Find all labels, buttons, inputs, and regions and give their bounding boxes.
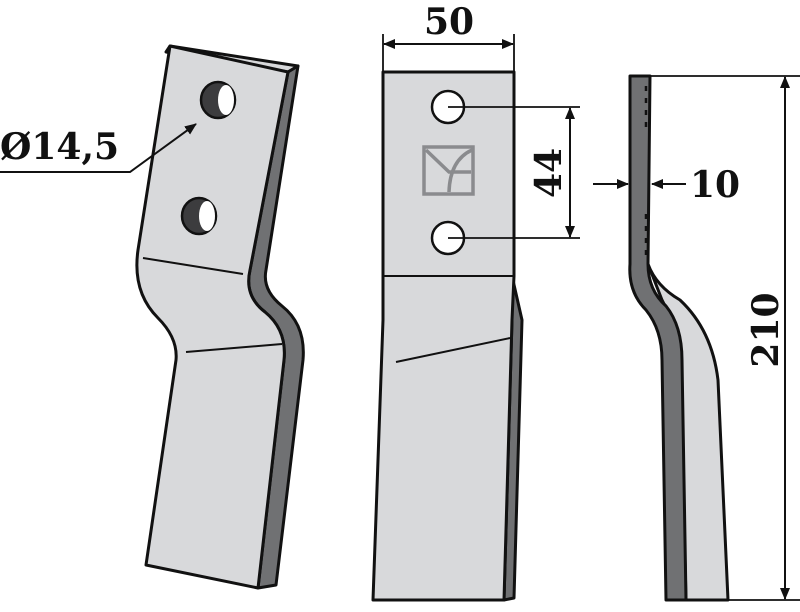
perspective-bend-line-lower bbox=[185, 343, 283, 353]
perspective-bend-line-upper bbox=[142, 257, 244, 275]
thickness-label: 10 bbox=[690, 164, 740, 206]
width-label: 50 bbox=[424, 1, 474, 43]
perspective-front-face bbox=[135, 44, 290, 590]
front-face bbox=[371, 70, 516, 602]
perspective-hole-upper bbox=[199, 80, 237, 120]
hole-spacing-label: 44 bbox=[528, 148, 570, 198]
side-view: 10 210 bbox=[593, 74, 800, 602]
quarter-circle-square-logo-icon bbox=[422, 145, 475, 196]
perspective-hole-lower bbox=[180, 196, 218, 236]
hole-diameter-label: Ø14,5 bbox=[0, 126, 119, 168]
front-view: 50 44 bbox=[371, 1, 580, 602]
perspective-view: Ø14,5 bbox=[0, 44, 305, 590]
length-label: 210 bbox=[745, 292, 787, 367]
front-bend-line-lower bbox=[395, 337, 511, 363]
hole-diameter-leader bbox=[0, 123, 197, 173]
side-shank-edge bbox=[628, 74, 688, 602]
